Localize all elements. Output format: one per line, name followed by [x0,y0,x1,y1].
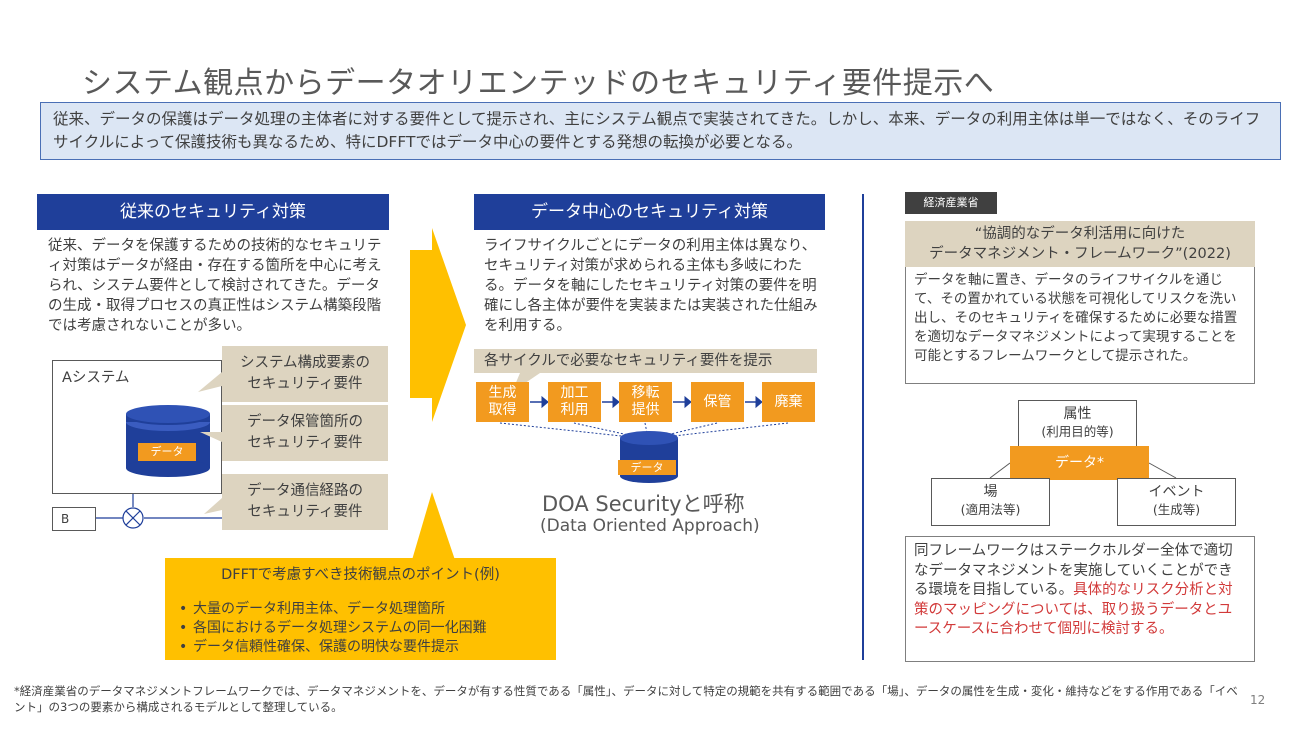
framework-description: データを軸に置き、データのライフサイクルを通じて、その置かれている状態を可視化し… [905,267,1255,384]
database-icon-2 [620,431,678,483]
step-dispose: 廃棄 [762,382,815,422]
framework-title: “協調的なデータ利活用に向けた データマネジメント・フレームワーク”(2022) [905,221,1255,267]
big-arrow-icon [410,228,466,422]
step-transfer: 移転提供 [619,382,672,422]
data-chip-2 [618,460,676,475]
points-list: 大量のデータ利用主体、データ処理箇所 各国におけるデータ処理システムの同一化困難… [177,600,544,657]
list-item: 大量のデータ利用主体、データ処理箇所 [177,600,544,619]
callout-data-communication: データ通信経路の セキュリティ要件 [222,474,388,530]
list-item: データ信頼性確保、保護の明快な要件提示 [177,638,544,657]
doa-title: DOA Securityと呼称 [542,492,745,516]
data-centric-heading: データ中心のセキュリティ対策 [474,194,825,230]
node-place: 場 (適用法等) [931,478,1050,526]
framework-note: 同フレームワークはステークホルダー全体で適切なデータマネジメントを実施していくこ… [905,536,1255,662]
summary-box: 従来、データの保護はデータ処理の主体者に対する要件として提示され、主にシステム観… [40,102,1281,160]
database-icon [126,405,210,477]
step-store: 保管 [691,382,744,422]
db-label-2: データ [630,461,664,474]
step-arrows [530,395,763,409]
points-pointer [412,492,455,560]
b-system-box: B [52,507,96,531]
list-item: 各国におけるデータ処理システムの同一化困難 [177,619,544,638]
callout-data-storage: データ保管箇所の セキュリティ要件 [222,405,388,461]
doa-subtitle: (Data Oriented Approach) [540,516,760,536]
column-divider [862,194,864,660]
footnote: *経済産業省のデータマネジメントフレームワークでは、データマネジメントを、データ… [14,684,1238,714]
callout-system-components: システム構成要素の セキュリティ要件 [222,346,388,402]
points-title: DFFTで考慮すべき技術観点のポイント(例) [221,567,500,583]
valve-icon [122,507,144,529]
step-generate: 生成取得 [476,382,529,422]
framework-note-text: 同フレームワークはステークホルダー全体で適切なデータマネジメントを実施していくこ… [914,543,1233,598]
node-attribute: 属性 (利用目的等) [1018,400,1137,448]
data-node: データ* [1010,446,1149,480]
meti-tag: 経済産業省 [905,192,997,214]
traditional-heading: 従来のセキュリティ対策 [37,194,389,230]
lifecycle-label: 各サイクルで必要なセキュリティ要件を提示 [474,349,817,373]
dfft-points-box: DFFTで考慮すべき技術観点のポイント(例) 大量のデータ利用主体、データ処理箇… [165,558,556,660]
db-label: データ [150,445,184,458]
node-event: イベント (生成等) [1117,478,1236,526]
data-chip [138,443,196,461]
data-centric-description: ライフサイクルごとにデータの利用主体は異なり、セキュリティ対策が求められる主体も… [484,238,818,334]
step-process: 加工利用 [548,382,601,422]
a-system-label: Aシステム [62,370,130,386]
traditional-description: 従来、データを保護するための技術的なセキュリティ対策はデータが経由・存在する箇所… [48,238,382,334]
framework-note-highlight: 具体的なリスク分析と対策のマッピングについては、取り扱うデータとユースケースに合… [914,582,1233,637]
page-number: 12 [1250,693,1266,707]
slide-title: システム観点からデータオリエンテッドのセキュリティ要件提示へ [82,66,995,101]
